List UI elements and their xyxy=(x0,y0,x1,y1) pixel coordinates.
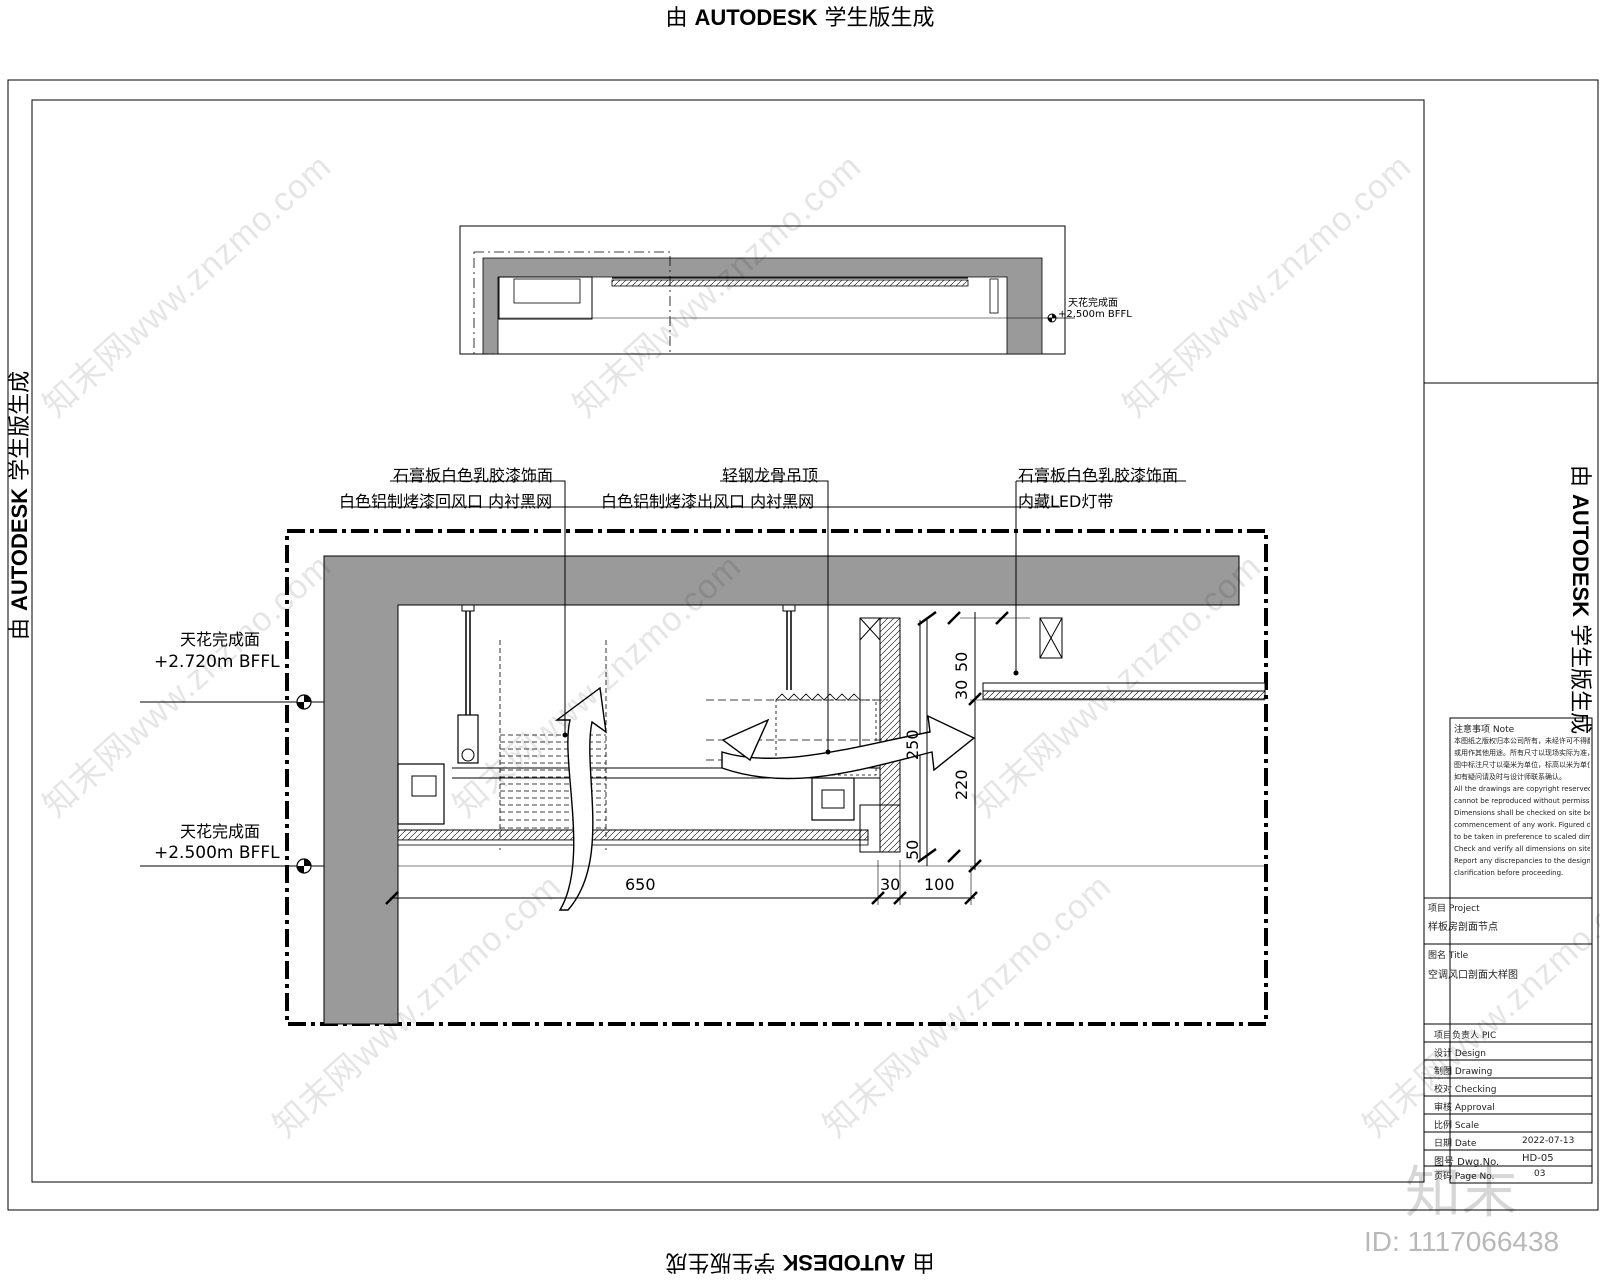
note-line: commencement of any work. Figured dimens… xyxy=(1454,821,1590,829)
project-label: 项目 Project xyxy=(1428,904,1480,914)
top-level-label: 天花完成面 xyxy=(1068,298,1118,309)
note-line: 图中标注尺寸以毫米为单位，标高以米为单位。 xyxy=(1454,761,1590,769)
notes-title: 注意事项 Note xyxy=(1454,725,1515,735)
drawing-number: HD-05 xyxy=(1522,1153,1554,1164)
level-value-2500: +2.500m BFFL xyxy=(154,843,280,863)
dim-v-50-bottom: 50 xyxy=(903,839,922,860)
note-line: clarification before proceeding. xyxy=(1454,869,1564,877)
dim-100: 100 xyxy=(924,875,955,894)
title-block xyxy=(1423,383,1593,1184)
page-number: 03 xyxy=(1534,1169,1546,1179)
tb-row-label: 校对 Checking xyxy=(1434,1085,1497,1095)
note-line: to be taken in preference to scaled dime… xyxy=(1454,833,1590,841)
note-line: 如有疑问请及时与设计师联系确认。 xyxy=(1454,773,1566,781)
tb-row-label: 页码 Page No. xyxy=(1434,1172,1495,1182)
notes-list: 本图纸之版权归本公司所有，未经许可不得翻印 或用作其他用途。所有尺寸以现场实际为… xyxy=(1454,735,1590,879)
note-line: 本图纸之版权归本公司所有，未经许可不得翻印 xyxy=(1454,737,1590,745)
callout-led-strip: 内藏LED灯带 xyxy=(1018,492,1114,511)
callout-return-air: 白色铝制烤漆回风口 内衬黑网 xyxy=(339,492,553,511)
note-line: 或用作其他用途。所有尺寸以现场实际为准， xyxy=(1454,749,1590,757)
brand-watermark: 知末 xyxy=(1405,1161,1517,1226)
drawing-title-label: 图名 Title xyxy=(1428,951,1469,961)
callout-gypsum-right: 石膏板白色乳胶漆饰面 xyxy=(1018,466,1179,485)
return-airflow-arrow xyxy=(554,686,607,911)
level-symbol-2720 xyxy=(296,694,312,710)
dim-v-50: 50 xyxy=(952,651,971,672)
main-section xyxy=(140,480,1268,1026)
drawing-date: 2022-07-13 xyxy=(1522,1136,1575,1146)
dim-650: 650 xyxy=(625,875,656,894)
callout-gypsum-left: 石膏板白色乳胶漆饰面 xyxy=(393,466,554,485)
top-level-value: +2.500m BFFL xyxy=(1058,309,1132,320)
note-line: Check and verify all dimensions on site. xyxy=(1454,845,1590,853)
level-label-2500: 天花完成面 xyxy=(180,822,261,841)
level-label-2720: 天花完成面 xyxy=(180,630,261,649)
project-value: 样板房剖面节点 xyxy=(1428,922,1498,933)
note-line: cannot be reproduced without permission. xyxy=(1454,797,1590,805)
tb-row-label: 审核 Approval xyxy=(1434,1103,1495,1113)
note-line: All the drawings are copyright reserved … xyxy=(1454,785,1590,793)
tb-row-label: 设计 Design xyxy=(1434,1049,1486,1059)
tb-row-label: 图号 Dwg.No. xyxy=(1434,1157,1500,1168)
callout-supply-air: 白色铝制烤漆出风口 内衬黑网 xyxy=(601,492,815,511)
level-symbol-2500 xyxy=(296,858,312,874)
drawing-title-value: 空调风口剖面大样图 xyxy=(1428,970,1518,981)
tb-row-label: 日期 Date xyxy=(1434,1139,1477,1149)
callout-light-steel: 轻钢龙骨吊顶 xyxy=(722,466,819,485)
note-line: Dimensions shall be checked on site befo… xyxy=(1454,809,1590,817)
outer-frame xyxy=(7,79,1599,1211)
top-section xyxy=(459,225,1075,355)
tb-row-label: 项目负责人 PIC xyxy=(1434,1031,1497,1041)
dim-v-250: 250 xyxy=(903,729,922,760)
dim-30: 30 xyxy=(880,875,901,894)
dim-v-30: 30 xyxy=(952,679,971,700)
level-value-2720: +2.720m BFFL xyxy=(154,652,280,672)
note-line: Report any discrepancies to the designer… xyxy=(1454,857,1590,865)
image-id: ID: 1117066438 xyxy=(1364,1226,1560,1257)
student-stamp-top: 由 AUTODESK 学生版生成 xyxy=(665,5,935,31)
supply-airflow-arrow xyxy=(721,714,976,780)
tb-row-label: 比例 Scale xyxy=(1434,1121,1480,1131)
tb-row-label: 制图 Drawing xyxy=(1434,1067,1493,1077)
